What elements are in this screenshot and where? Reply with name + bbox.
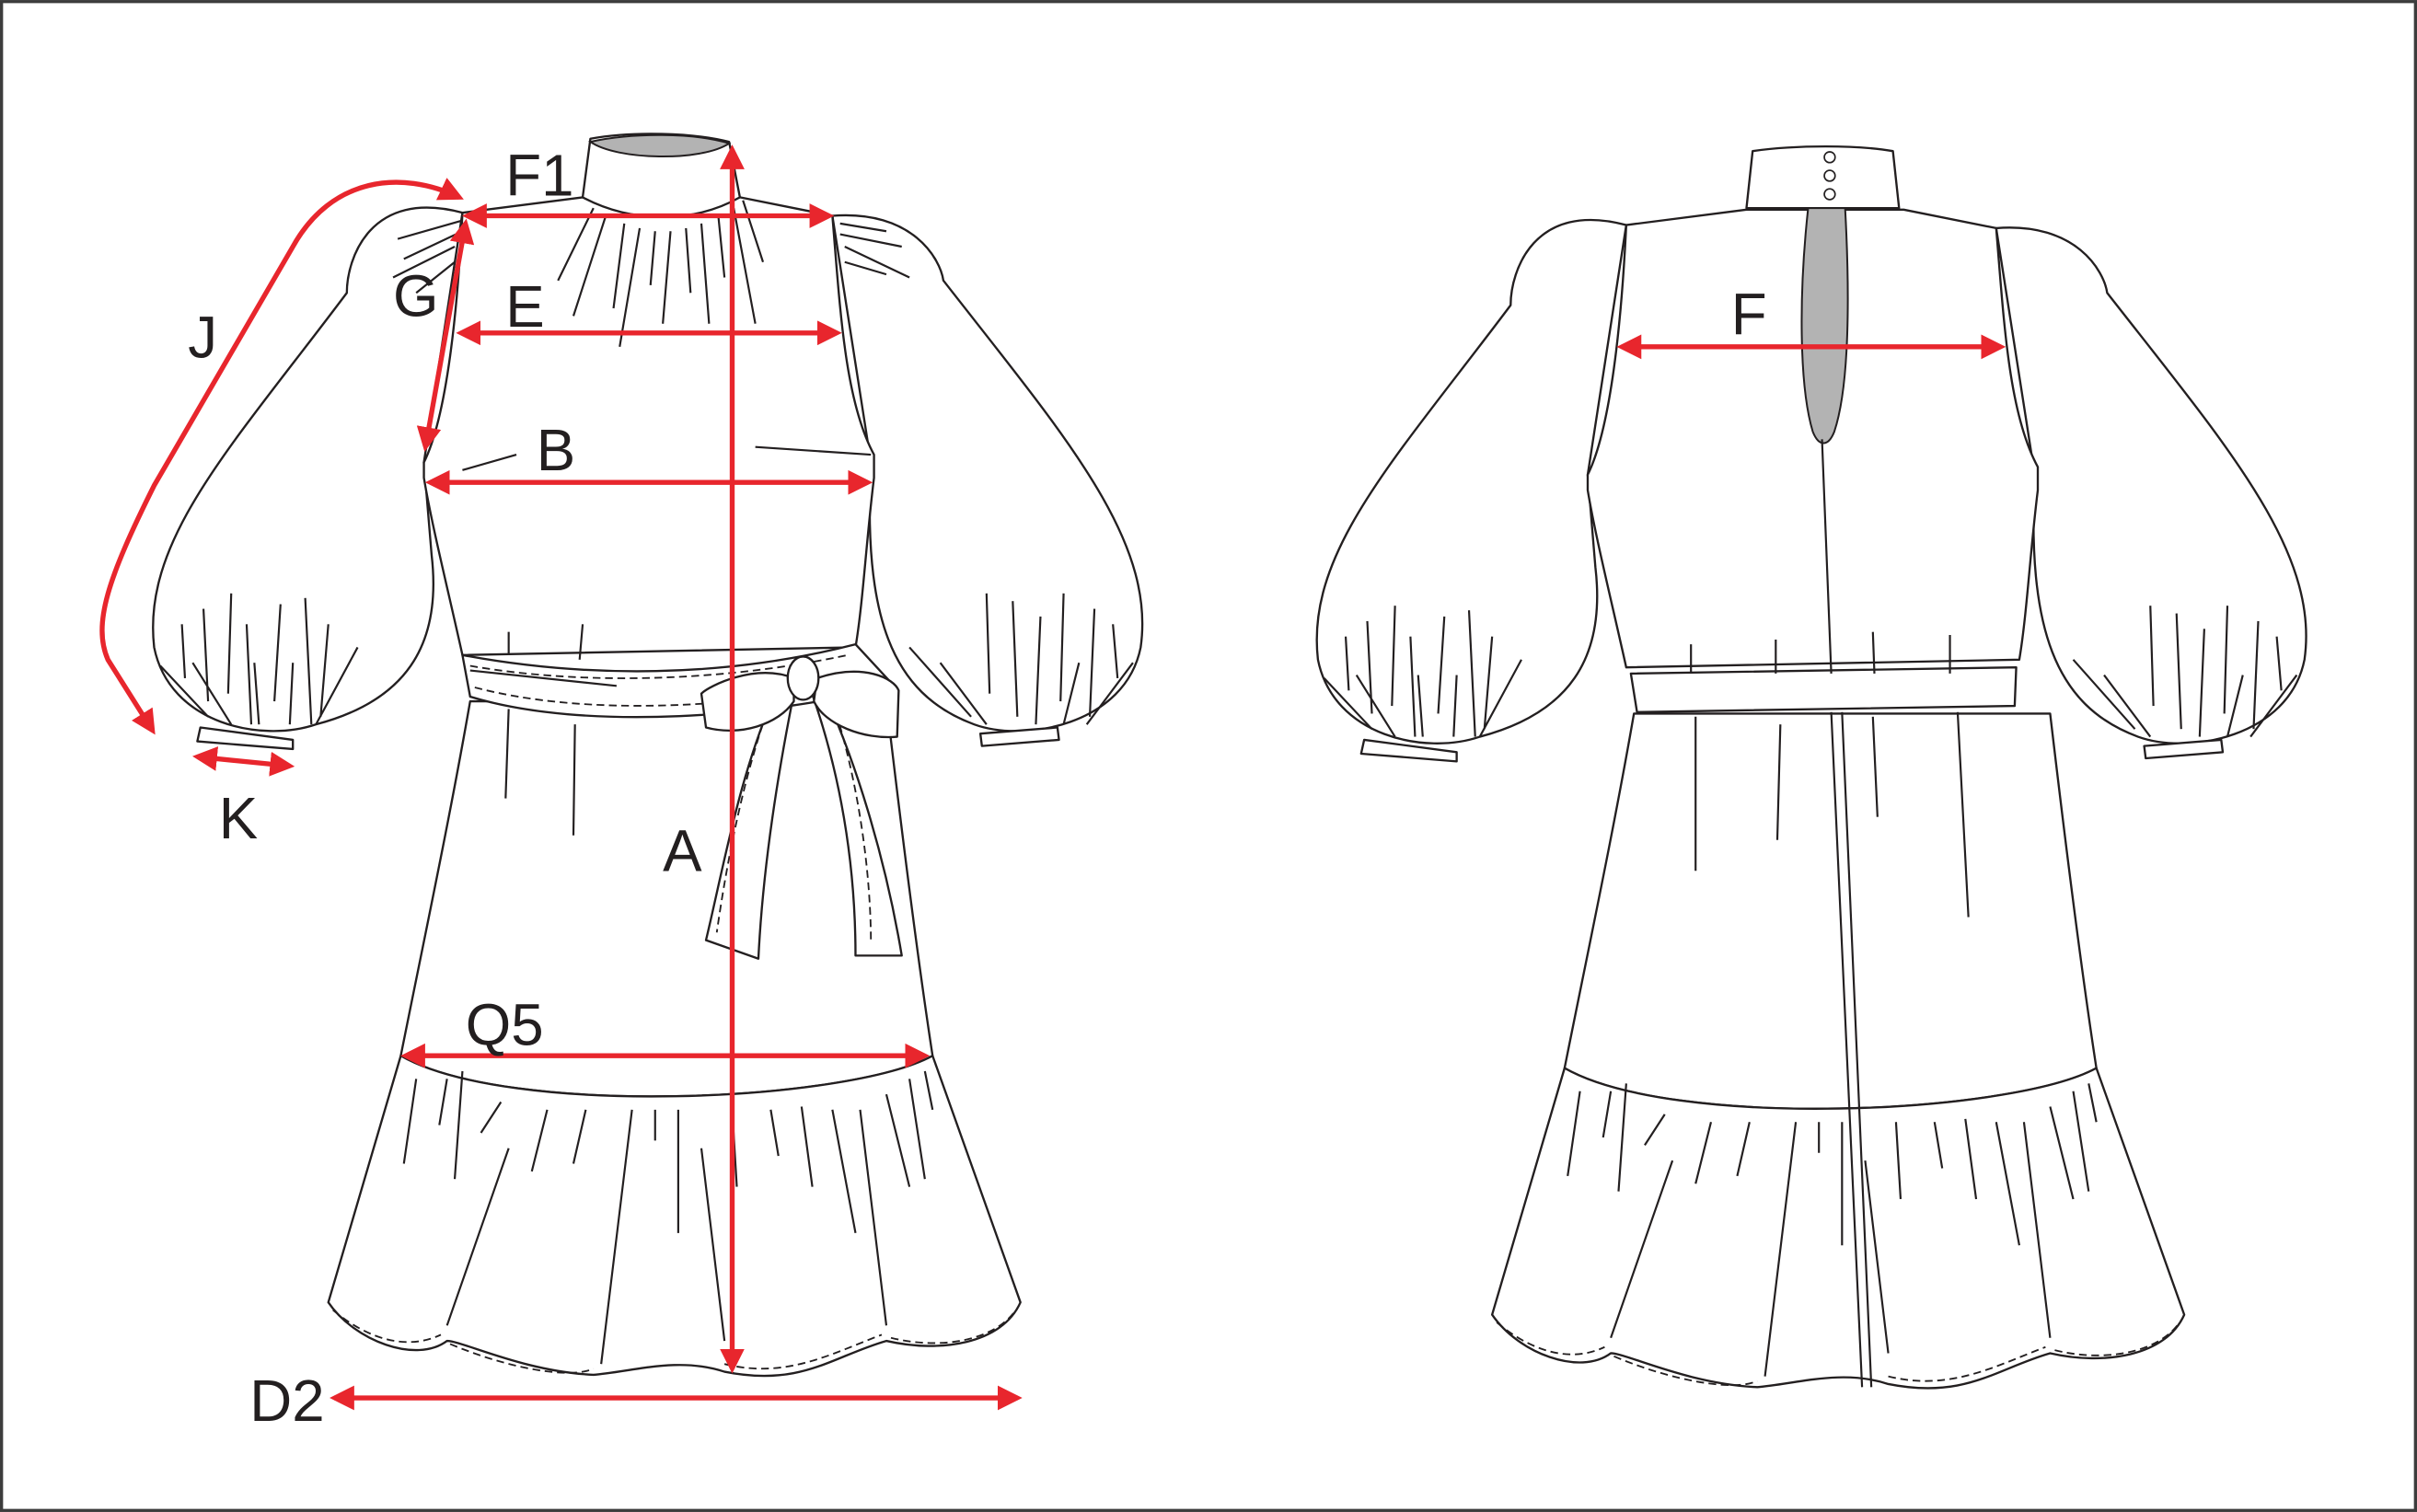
label-F: F [1731,282,1767,347]
back-waistband [1629,666,2018,713]
front-view: F1 G J E B K A Q5 D2 [99,133,1144,1434]
label-G: G [393,263,439,329]
arrow-J [99,178,464,735]
front-neck-fill [587,133,732,158]
front-bow-loops [700,670,900,739]
back-center-seam [1821,439,1873,1388]
label-A: A [663,818,702,883]
label-B: B [537,418,575,483]
button [1823,151,1836,164]
back-collar [1745,144,1901,210]
arrow-K [192,746,295,777]
label-Q5: Q5 [466,993,544,1058]
label-D2: D2 [249,1368,324,1434]
label-K: K [219,786,258,851]
label-F1: F1 [505,144,573,209]
button [1823,188,1836,201]
back-keyhole [1800,207,1849,444]
label-E: E [505,274,544,340]
button [1823,169,1836,182]
measure-arrows-front [99,144,1023,1411]
front-bow-knot [786,655,820,701]
back-view: F [1315,144,2307,1390]
label-J: J [188,306,217,371]
